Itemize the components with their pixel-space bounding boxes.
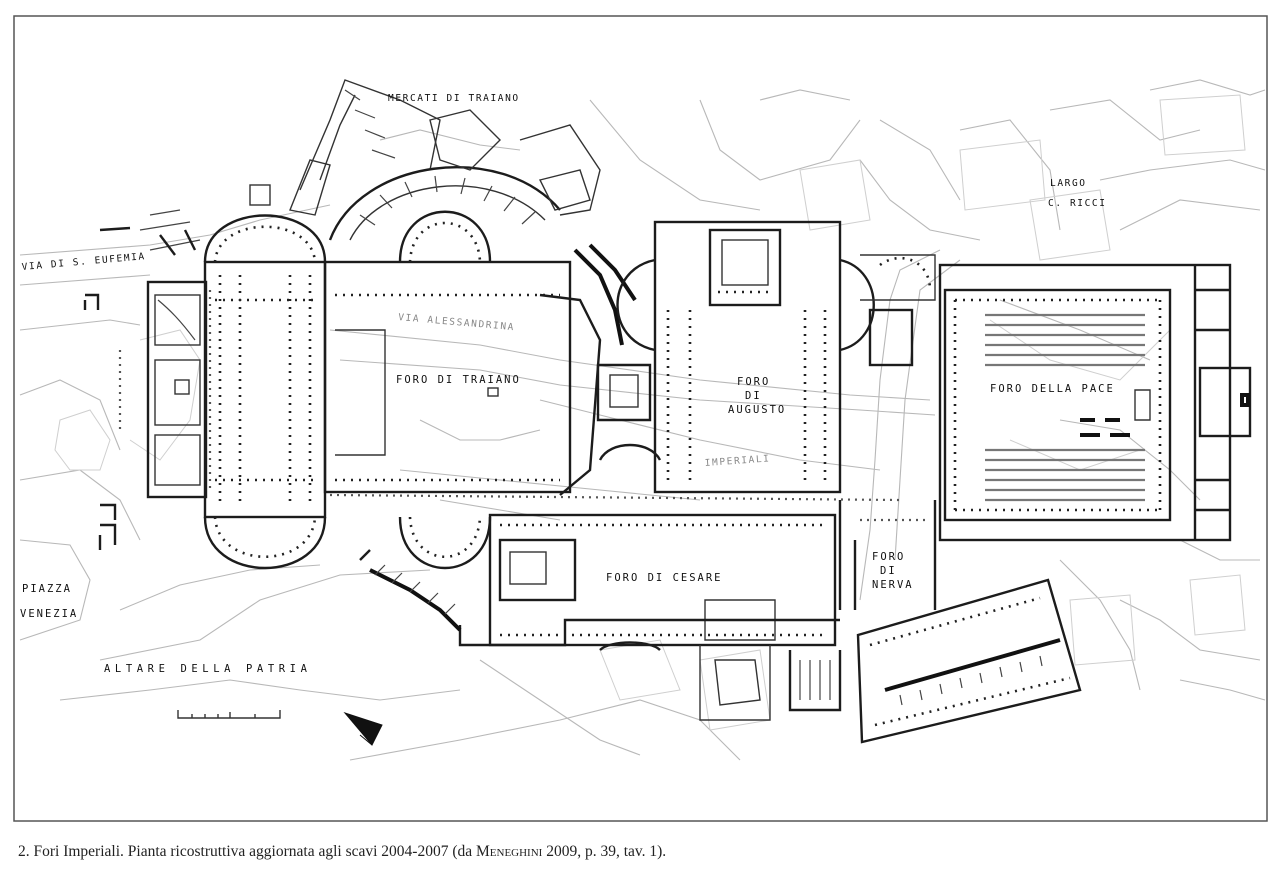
left-fragments xyxy=(83,293,117,550)
trajan-forum xyxy=(118,210,901,570)
label-via-alessandrina: VIA ALESSANDRINA xyxy=(398,312,516,333)
scale-bar xyxy=(177,710,281,719)
label-altare-della-patria: ALTARE DELLA PATRIA xyxy=(104,663,312,675)
label-foro-di-cesare: FORO DI CESARE xyxy=(606,572,723,584)
label-foro-augusto: FORO xyxy=(737,376,770,388)
augustus-forum xyxy=(596,220,936,494)
plan-labels: MERCATI DI TRAIANO LARGO C. RICCI VIA DI… xyxy=(20,93,1115,675)
label-largo: LARGO xyxy=(1050,178,1087,189)
plan-frame xyxy=(13,15,1268,822)
label-nerva: NERVA xyxy=(872,579,914,591)
lower-right-building xyxy=(856,578,1082,744)
label-venezia: VENEZIA xyxy=(20,608,78,620)
caption-number: 2. xyxy=(18,843,30,860)
caption-reference: 2009, p. 39, tav. 1). xyxy=(546,843,667,860)
label-foro-della-pace: FORO DELLA PACE xyxy=(990,383,1115,395)
caesar-forum xyxy=(359,513,842,721)
label-foro-nerva: FORO xyxy=(872,551,905,563)
templum-pacis xyxy=(938,263,1252,542)
modern-context xyxy=(19,79,1266,761)
label-foro-di-traiano: FORO DI TRAIANO xyxy=(396,374,521,386)
caption-author: Meneghini xyxy=(476,843,543,860)
label-augusto: AUGUSTO xyxy=(728,404,786,416)
label-mercati-di-traiano: MERCATI DI TRAIANO xyxy=(388,93,520,104)
label-piazza: PIAZZA xyxy=(22,583,72,595)
label-via-s-eufemia: VIA DI S. EUFEMIA xyxy=(21,251,146,273)
label-imperiali: IMPERIALI xyxy=(704,453,770,469)
north-arrow-icon xyxy=(343,711,383,746)
caption-text: Fori Imperiali. Pianta ricostruttiva agg… xyxy=(33,843,473,860)
figure-caption: 2. Fori Imperiali. Pianta ricostruttiva … xyxy=(18,843,1263,861)
label-di-augusto: DI xyxy=(745,390,762,402)
label-di-nerva: DI xyxy=(880,565,897,577)
label-c-ricci: C. RICCI xyxy=(1048,198,1107,209)
mercati-di-traiano xyxy=(99,79,601,256)
nerva-forum xyxy=(838,500,937,610)
